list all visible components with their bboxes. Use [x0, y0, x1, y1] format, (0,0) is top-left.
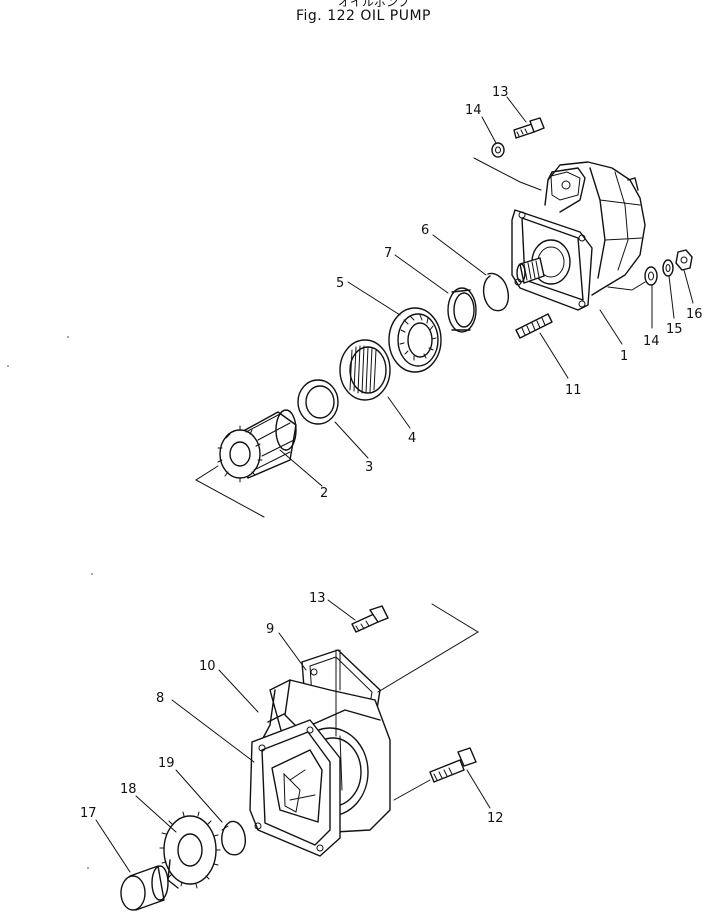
- part-19-snap-ring: [221, 820, 246, 856]
- callout-19: 19: [158, 756, 175, 771]
- callout-7: 7: [384, 246, 392, 261]
- callout-4: 4: [408, 431, 416, 446]
- part-2-coupling: [217, 409, 297, 483]
- part-8-flange: [249, 719, 341, 857]
- callout-5: 5: [336, 276, 344, 291]
- callout-9: 9: [266, 622, 274, 637]
- part-3-ring: [297, 379, 339, 425]
- part-14-washer-upper: [491, 142, 505, 158]
- callout-12: 12: [487, 811, 504, 826]
- callout-labels: 13 14 6 7 5 1 14 15 16 11 4 3 2 13 9 10 …: [80, 85, 703, 826]
- callout-13-lower: 13: [309, 591, 326, 606]
- callout-6: 6: [421, 223, 429, 238]
- part-4-needle-bearing: [339, 339, 391, 401]
- part-1-oil-pump: [511, 161, 646, 311]
- scan-specks: [7, 336, 93, 869]
- callout-14-right: 14: [643, 334, 660, 349]
- part-11-stud: [515, 313, 553, 339]
- figure-subtitle-jp: オイルポンプ: [338, 0, 410, 9]
- part-5-bearing: [388, 307, 442, 373]
- callout-17: 17: [80, 806, 97, 821]
- callout-15: 15: [666, 322, 683, 337]
- callout-8: 8: [156, 691, 164, 706]
- part-15-lock-washer: [662, 259, 674, 277]
- part-12-bolt: [429, 747, 477, 783]
- callout-10: 10: [199, 659, 216, 674]
- part-13-bolt-upper: [513, 117, 545, 139]
- part-18-gear: [159, 811, 221, 889]
- callout-1: 1: [620, 349, 628, 364]
- part-13-bolt-lower: [351, 605, 389, 633]
- callout-18: 18: [120, 782, 137, 797]
- leader-lines-upper: [195, 96, 694, 518]
- callout-2: 2: [320, 486, 328, 501]
- callout-16: 16: [686, 307, 703, 322]
- callout-14-upper: 14: [465, 103, 482, 118]
- part-17-bushing: [120, 865, 169, 911]
- part-6-snap-ring: [483, 272, 510, 312]
- part-16-nut: [675, 249, 693, 271]
- figure-title: Fig. 122 OIL PUMP: [296, 8, 431, 24]
- leader-lines-lower: [95, 599, 491, 873]
- part-14-washer-right: [644, 266, 658, 286]
- callout-11: 11: [565, 383, 582, 398]
- callout-3: 3: [365, 460, 373, 475]
- callout-13-upper: 13: [492, 85, 509, 100]
- part-7-ring: [447, 287, 477, 333]
